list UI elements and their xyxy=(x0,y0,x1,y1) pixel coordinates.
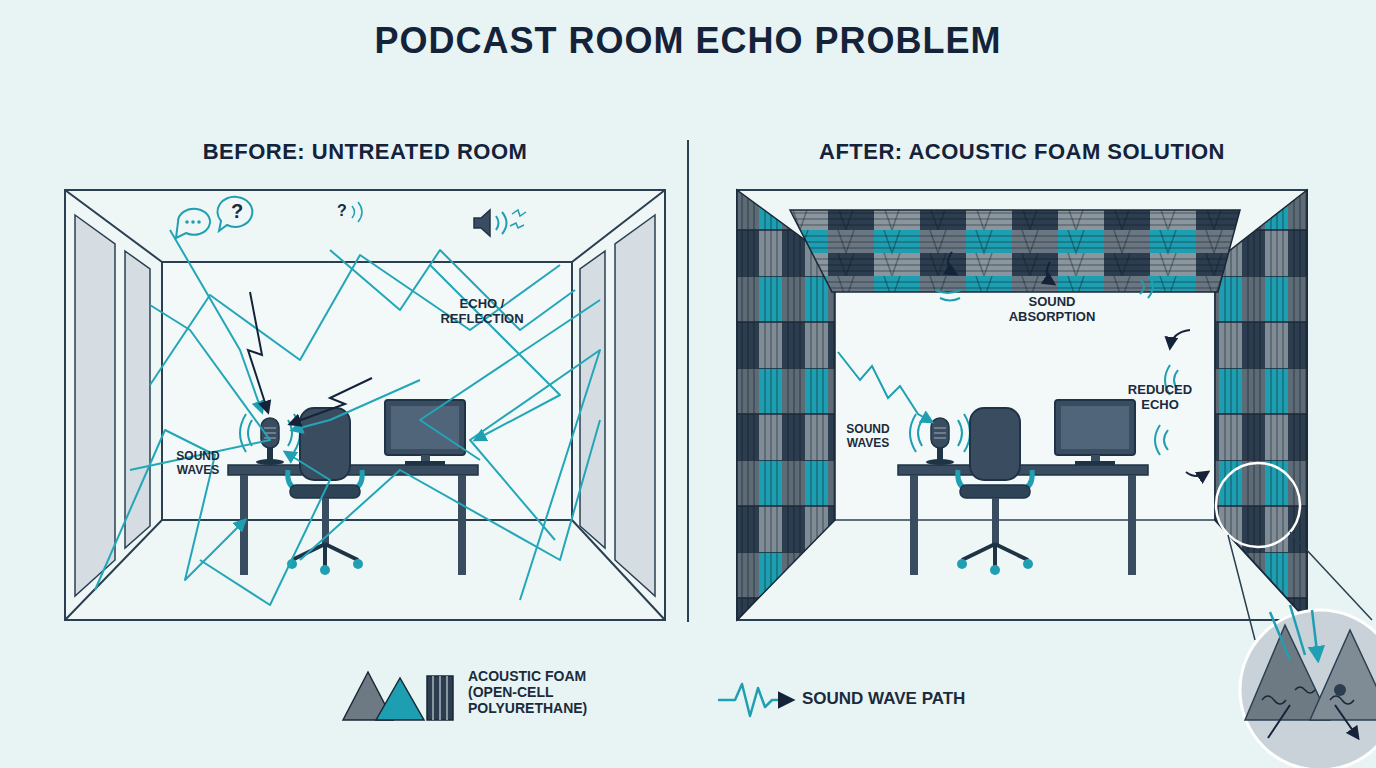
reflection-arrows xyxy=(290,378,372,424)
annotation-label: SOUND WAVES xyxy=(831,423,905,451)
echo-wave-paths xyxy=(200,452,330,605)
echo-wave-paths xyxy=(430,265,560,440)
reflection-arrows xyxy=(248,292,372,424)
echo-wave-paths xyxy=(330,250,575,330)
annotation-label: ? xyxy=(222,200,252,223)
echo-wave-paths xyxy=(150,255,560,385)
acoustic-foam-panels xyxy=(737,190,1307,620)
absorbed-wave-paths xyxy=(935,290,961,301)
absorbed-wave-paths xyxy=(1047,262,1054,284)
foam-zoom-callout xyxy=(1334,684,1346,696)
untreated-room xyxy=(75,215,115,596)
confusion-icons xyxy=(197,220,201,224)
foam-zoom-callout xyxy=(1216,463,1300,547)
foam-zoom-callout xyxy=(1216,463,1376,768)
confusion-icons xyxy=(185,220,189,224)
echo-wave-paths xyxy=(170,230,262,412)
confusion-icons xyxy=(217,197,252,231)
studio-furniture xyxy=(898,400,1148,575)
confusion-icons xyxy=(510,210,526,228)
confusion-icons xyxy=(474,210,490,236)
confusion-icons xyxy=(496,212,507,234)
room-panel: AFTER: ACOUSTIC FOAM SOLUTION xyxy=(737,135,1307,625)
absorbed-wave-paths xyxy=(838,252,1208,476)
legend-wave-icon xyxy=(718,684,792,716)
untreated-room xyxy=(65,190,665,620)
legend-label: ACOUSTIC FOAM (OPEN-CELL POLYURETHANE) xyxy=(468,668,618,716)
treated-room xyxy=(737,520,1307,620)
foam-zoom-callout xyxy=(1240,610,1376,768)
annotation-label: SOUND ABSORPTION xyxy=(997,295,1107,325)
foam-zoom-callout xyxy=(1268,705,1358,738)
panel-heading: AFTER: ACOUSTIC FOAM SOLUTION xyxy=(737,139,1307,165)
untreated-room xyxy=(125,251,150,548)
panel-heading: BEFORE: UNTREATED ROOM xyxy=(65,139,665,165)
legend-foam-icon xyxy=(343,672,453,720)
legend-foam-icon xyxy=(427,676,453,720)
echo-wave-paths xyxy=(130,305,270,470)
treated-room xyxy=(737,190,1307,620)
legend-foam-icon xyxy=(433,676,447,720)
annotation-label: SOUND WAVES xyxy=(161,450,235,478)
echo-wave-paths xyxy=(470,350,600,600)
confusion-icons xyxy=(352,202,362,222)
studio-furniture xyxy=(228,400,478,575)
treated-room xyxy=(832,262,1215,520)
annotation-label: REDUCED ECHO xyxy=(1118,383,1202,413)
echo-wave-paths xyxy=(95,430,245,590)
room-panel: BEFORE: UNTREATED ROOM xyxy=(65,135,665,625)
absorbed-wave-paths xyxy=(838,352,932,422)
absorbed-wave-paths xyxy=(1186,472,1208,476)
treated-room xyxy=(737,190,1307,620)
legend-foam-icon xyxy=(376,678,424,720)
absorbed-wave-paths xyxy=(1170,330,1190,348)
untreated-room xyxy=(65,190,665,620)
echo-wave-paths xyxy=(292,380,420,430)
confusion-icons xyxy=(176,197,526,238)
reflection-arrows xyxy=(248,292,268,412)
acoustic-foam-panels xyxy=(790,210,1240,292)
diagram-title: PODCAST ROOM ECHO PROBLEM xyxy=(0,20,1376,62)
foam-zoom-callout xyxy=(1310,630,1376,720)
untreated-room xyxy=(615,215,655,596)
legend-label: SOUND WAVE PATH xyxy=(802,689,1022,709)
absorbed-wave-paths xyxy=(1140,276,1153,298)
panel-divider xyxy=(687,140,689,622)
absorbed-wave-paths xyxy=(1155,425,1168,455)
annotation-label: ? xyxy=(330,202,354,220)
echo-wave-paths xyxy=(95,230,600,605)
confusion-icons xyxy=(191,220,195,224)
foam-zoom-callout xyxy=(1270,605,1318,660)
absorbed-wave-paths xyxy=(948,252,956,274)
untreated-room xyxy=(65,190,665,620)
confusion-icons xyxy=(176,209,210,238)
legend-wave-icon xyxy=(718,684,792,716)
annotation-label: ECHO / REFLECTION xyxy=(432,297,532,327)
